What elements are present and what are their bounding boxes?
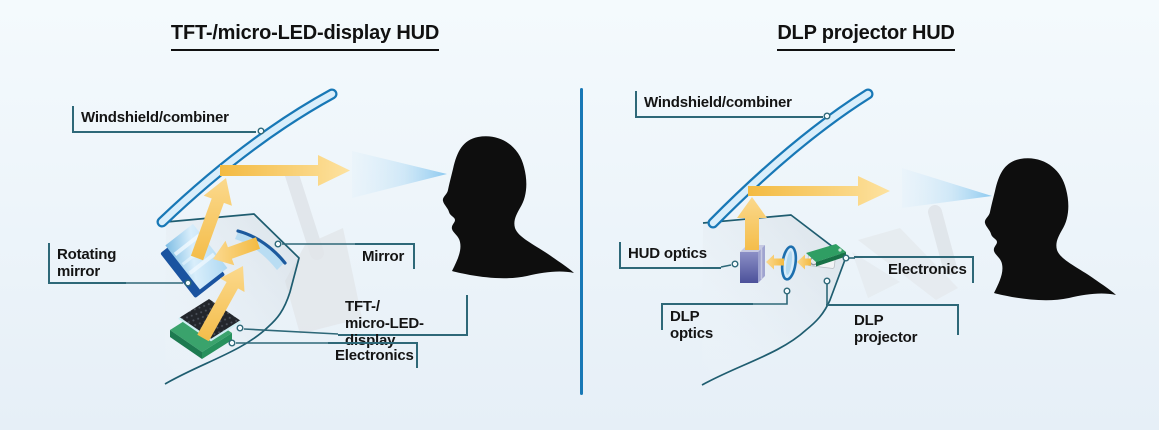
ghost-steering-wheel	[284, 165, 362, 334]
view-cone	[352, 151, 447, 198]
label-dlp-projector: DLP projector	[826, 304, 959, 346]
label-windshield-combiner-right: Windshield/combiner	[635, 91, 823, 118]
left-panel-title-text: TFT-/micro-LED-display HUD	[170, 22, 439, 51]
panel-divider	[580, 88, 583, 395]
ghost-steering-wheel	[852, 205, 958, 300]
right-panel-diagram	[701, 88, 1116, 386]
driver-head-silhouette	[442, 136, 574, 279]
leader-lines	[126, 243, 355, 344]
label-dlp-optics: DLP optics	[661, 303, 753, 342]
hud-housing-outline	[701, 214, 847, 386]
windshield-shape	[156, 88, 338, 228]
light-beams	[190, 155, 350, 342]
hud-optics-box-shape	[740, 245, 765, 283]
windshield-shape	[707, 88, 874, 229]
right-panel-title-text: DLP projector HUD	[777, 22, 955, 51]
leader-dots	[731, 112, 850, 295]
label-rotating-mirror: Rotating mirror	[48, 243, 126, 284]
label-windshield-combiner-left: Windshield/combiner	[72, 106, 256, 133]
leader-dots	[184, 127, 282, 347]
dlp-projector-shape	[806, 244, 846, 269]
right-panel-title: DLP projector HUD	[691, 22, 1041, 51]
view-cone	[902, 168, 992, 208]
label-hud-optics: HUD optics	[619, 242, 721, 269]
left-panel-title: TFT-/micro-LED-display HUD	[130, 22, 480, 51]
driver-head-silhouette	[984, 158, 1116, 301]
label-mirror: Mirror	[355, 243, 415, 269]
leader-lines	[720, 257, 855, 305]
label-electronics-right: Electronics	[854, 256, 974, 283]
label-electronics-left: Electronics	[328, 342, 418, 368]
label-tft-micro-led-display: TFT-/ micro-LED-display	[338, 295, 468, 349]
left-panel-diagram	[126, 88, 574, 385]
light-beams	[737, 176, 890, 270]
